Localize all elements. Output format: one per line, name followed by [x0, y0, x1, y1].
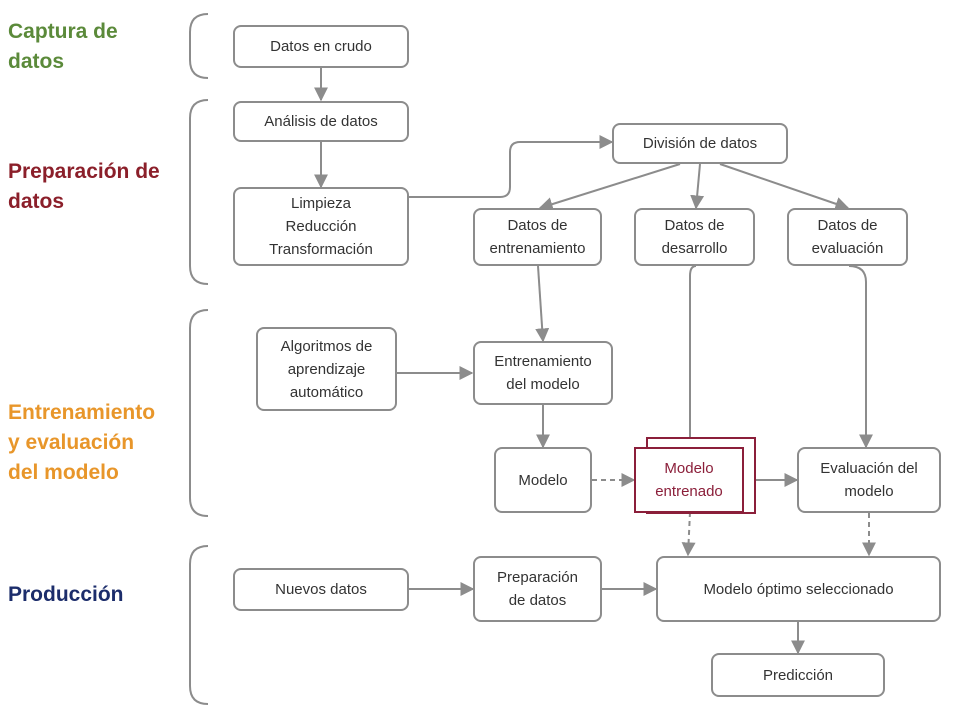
stage-label-production: Producción: [8, 583, 124, 606]
arrow-training-to-model-training: [535, 265, 550, 343]
dev-data-box: Datos de desarrollo: [634, 208, 755, 266]
arrow-cleaning-to-split: [408, 135, 614, 198]
stage-label-preparation: Preparación de datos: [8, 160, 160, 213]
arrow-split-to-dev: [690, 163, 705, 210]
model-training-box: Entrenamiento del modelo: [473, 341, 613, 405]
bracket-preparation: [189, 99, 209, 285]
cleaning-box: Limpieza Reducción Transformación: [233, 187, 409, 266]
training-data-box: Datos de entrenamiento: [473, 208, 602, 266]
stage-label-capture: Captura de datos: [8, 20, 118, 73]
model-box: Modelo: [494, 447, 592, 513]
stage-label-training: Entrenamiento y evaluación del modelo: [8, 401, 156, 484]
arrow-dev-to-trained: [683, 265, 697, 454]
data-preparation-box: Preparación de datos: [473, 556, 602, 622]
trained-model-box: Modelo entrenado: [634, 447, 744, 513]
bracket-production: [189, 545, 209, 705]
arrow-eval-to-evaluation: [848, 265, 873, 449]
optimal-model-box: Modelo óptimo seleccionado: [656, 556, 941, 622]
arrow-trained-to-optimal: [681, 511, 696, 557]
raw-data-box: Datos en crudo: [233, 25, 409, 68]
prediction-box: Predicción: [711, 653, 885, 697]
bracket-training: [189, 309, 209, 517]
eval-data-box: Datos de evaluación: [787, 208, 908, 266]
model-evaluation-box: Evaluación del modelo: [797, 447, 941, 513]
ml-algorithms-box: Algoritmos de aprendizaje automático: [256, 327, 397, 411]
data-analysis-box: Análisis de datos: [233, 101, 409, 142]
bracket-capture: [189, 13, 209, 79]
arrow-split-to-training: [538, 163, 681, 211]
arrow-split-to-eval: [719, 163, 850, 211]
data-split-box: División de datos: [612, 123, 788, 164]
new-data-box: Nuevos datos: [233, 568, 409, 611]
